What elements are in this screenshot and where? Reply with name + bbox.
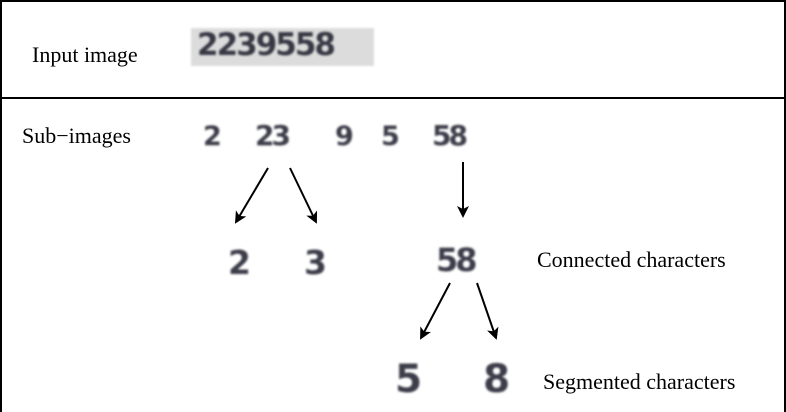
sub-image: 2 [203, 121, 222, 152]
sub-images-label: Sub−images [22, 123, 131, 148]
input-image-label: Input image [32, 42, 138, 67]
connected-char: 3 [304, 243, 327, 282]
sub-image: 23 [255, 119, 291, 152]
input-image: 2239558 [197, 27, 336, 63]
sub-image: 5 [381, 121, 400, 152]
sub-image: 58 [432, 119, 468, 152]
input-image-background [191, 28, 374, 66]
connected-characters-label: Connected characters [537, 247, 726, 272]
segmented-characters-label: Segmented characters [543, 369, 736, 394]
segmented-char: 8 [483, 357, 510, 402]
arrow-58-to-8 [476, 282, 499, 340]
connected-char: 2 [228, 243, 251, 282]
arrow-23-to-2 [234, 167, 269, 224]
arrow-58-to-5 [420, 282, 451, 340]
arrow-23-to-3 [289, 167, 318, 224]
segmented-char: 5 [395, 357, 422, 402]
sub-image: 9 [335, 121, 354, 152]
connected-char: 58 [436, 241, 477, 279]
